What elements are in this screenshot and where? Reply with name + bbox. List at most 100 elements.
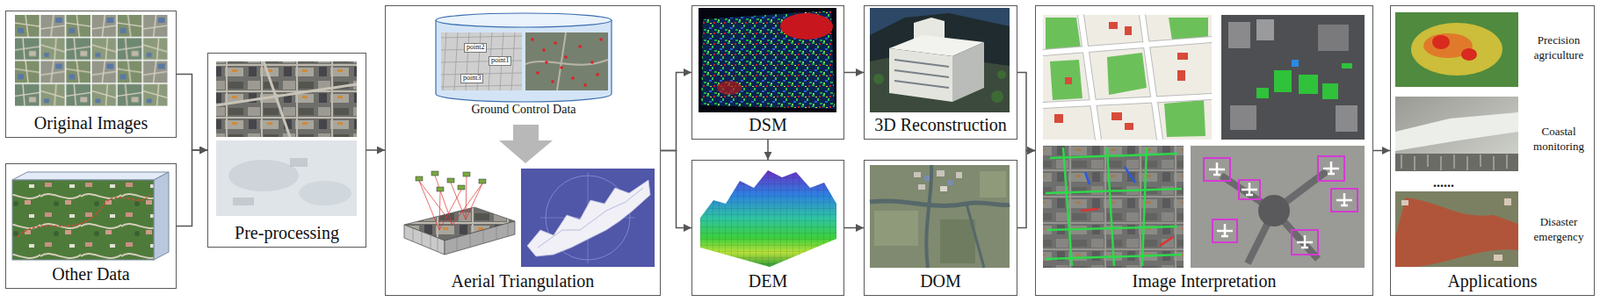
interpretation-airport-part <box>1212 219 1238 243</box>
cylinder-outline-part <box>441 36 522 38</box>
application-disaster-part <box>1493 254 1503 261</box>
interpretation-road-network-part <box>1042 145 1184 268</box>
interpretation-map-part <box>1108 21 1118 29</box>
interpretation-road-network-part <box>1080 209 1173 247</box>
interpretation-road-network <box>1042 145 1184 268</box>
stage-title: Pre-processing <box>234 223 340 243</box>
stage-title: DOM <box>919 271 962 291</box>
camera-rays-part <box>478 179 486 184</box>
interpretation-airport-part <box>1291 230 1318 255</box>
interpretation-map-part <box>1107 52 1147 95</box>
dom-render-part <box>955 172 963 179</box>
other-data-cube-part <box>12 180 154 261</box>
mesh-render-part <box>537 188 644 248</box>
interpretation-map-part <box>1042 14 1212 140</box>
interpretation-airport-part <box>1221 171 1327 264</box>
cylinder-outline-part <box>535 71 540 75</box>
dsm-render-part <box>701 10 835 109</box>
dom-render <box>869 165 1010 268</box>
interpretation-road-network-part <box>1085 166 1136 185</box>
reconstruction-render-part <box>873 73 884 85</box>
flow-arrow <box>844 72 864 74</box>
interpretation-airport-part <box>1238 180 1260 200</box>
dom-render-part <box>936 170 945 177</box>
cylinder-outline <box>434 11 614 103</box>
terrain-block-part <box>444 221 515 255</box>
preprocessing-images-part <box>216 140 357 217</box>
flow-arrow <box>660 72 692 152</box>
camera-rays-part <box>463 172 471 177</box>
interpretation-3d-city-part <box>1256 87 1269 99</box>
camera-rays-part <box>431 171 439 176</box>
ellipsis-mark: ...... <box>1417 175 1470 190</box>
interpretation-airport <box>1190 145 1365 268</box>
interpretation-3d-city-part <box>1230 105 1257 131</box>
dom-render-part <box>869 165 1010 268</box>
application-coast-part <box>1395 112 1519 152</box>
interpretation-map-part <box>1054 114 1064 124</box>
cylinder-outline-part <box>511 32 515 91</box>
interpretation-3d-city-part <box>1341 63 1353 69</box>
dom-render-part <box>979 171 1007 198</box>
reconstruction-render-part <box>889 48 953 102</box>
interpretation-road-network-part <box>1042 145 1184 268</box>
flow-arrow <box>844 227 864 230</box>
dom-render-part <box>966 203 985 268</box>
flow-arrow <box>366 149 385 152</box>
interpretation-map-part <box>1042 14 1212 140</box>
dom-render-part <box>918 184 926 190</box>
application-name: Coastal monitoring <box>1525 124 1593 155</box>
stage-title: Aerial Triangulation <box>451 271 595 291</box>
flow-arrow <box>176 74 208 152</box>
interpretation-3d-city-part <box>1221 14 1365 140</box>
terrain-block-part <box>404 224 445 255</box>
interpretation-airport-part <box>1331 188 1358 212</box>
interpretation-map-part <box>1042 14 1212 140</box>
application-agriculture-part <box>1395 12 1519 87</box>
cylinder-outline-part <box>571 76 575 80</box>
cylinder-outline-part <box>542 48 546 52</box>
interpretation-3d-city-part <box>1335 105 1358 132</box>
cylinder-outline-part <box>550 79 555 84</box>
stage-panel: DSM <box>691 5 845 140</box>
terrain-block <box>404 207 515 255</box>
point-tag: point2 <box>463 43 487 53</box>
cylinder-outline-part <box>525 32 609 91</box>
cylinder-outline-part <box>590 60 594 65</box>
cylinder-outline-part <box>599 37 603 42</box>
interpretation-airport-part <box>1323 161 1340 174</box>
preprocessing-images-part <box>232 197 254 206</box>
interpretation-airport-part <box>1216 224 1233 237</box>
dom-render-part <box>924 175 930 181</box>
stage-title: Other Data <box>51 264 130 284</box>
interpretation-airport-part <box>1203 158 1231 181</box>
cylinder-outline-part <box>595 72 600 77</box>
interpretation-map-part <box>1177 52 1188 60</box>
cylinder-outline-part <box>442 32 447 91</box>
application-name: Disaster emergency <box>1525 215 1593 246</box>
camera-rays-part <box>447 178 455 183</box>
interpretation-airport-part <box>1190 145 1365 268</box>
stage-panel: DEM <box>691 159 845 297</box>
dom-render-part <box>913 172 921 178</box>
application-agriculture-part <box>1461 48 1477 61</box>
interpretation-map <box>1042 14 1212 140</box>
cylinder-outline-part <box>435 13 612 28</box>
stage-title: Image Interpretation <box>1132 271 1277 291</box>
application-coast-part <box>1401 154 1507 171</box>
camera-rays-part <box>436 187 444 192</box>
interpretation-map-part <box>1124 123 1134 131</box>
reconstruction-render-part <box>991 90 1004 103</box>
camera-rays-part <box>419 175 483 231</box>
stage-panel: Aerial TriangulationGround Control Data <box>384 5 661 297</box>
camera-rays-part <box>457 185 465 190</box>
interpretation-3d-city-part <box>1322 83 1339 100</box>
cylinder-outline-part <box>454 32 458 91</box>
camera-rays-part <box>415 176 423 181</box>
cylinder-outline-part <box>525 32 609 91</box>
interpretation-3d-city-part <box>1256 19 1275 41</box>
flow-arrow <box>1017 72 1036 152</box>
